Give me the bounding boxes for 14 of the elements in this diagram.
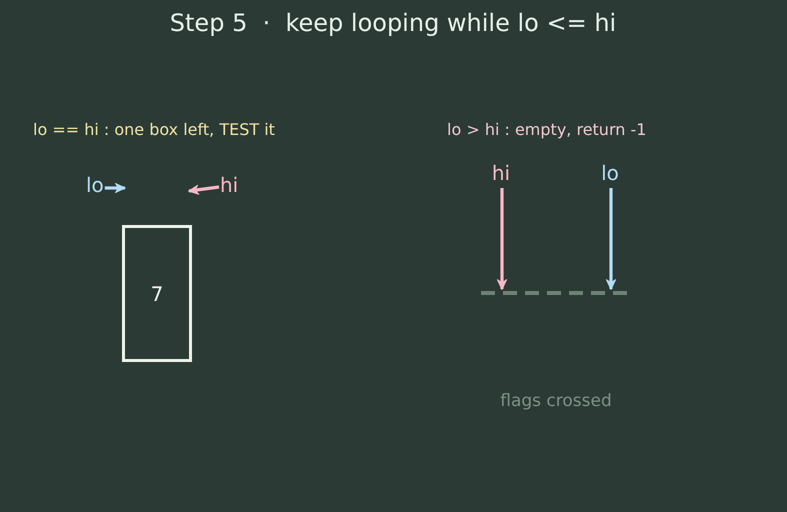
section-heading: lo == hi : one box left, TEST it: [33, 120, 275, 140]
arrow: [188, 184, 220, 195]
array-element-box: [122, 225, 192, 362]
pointer-label: hi: [220, 173, 238, 197]
pointer-label: lo: [601, 161, 619, 185]
title: Step 5 · keep looping while lo <= hi: [170, 9, 616, 38]
arrow: [606, 188, 616, 290]
arrow: [104, 182, 126, 194]
arrow: [496, 188, 508, 290]
element-value: 7: [150, 282, 164, 306]
caption: flags crossed: [500, 391, 612, 412]
pointer-label: lo: [86, 173, 104, 197]
section-heading: lo > hi : empty, return -1: [447, 120, 646, 140]
pointer-label: hi: [492, 161, 510, 185]
